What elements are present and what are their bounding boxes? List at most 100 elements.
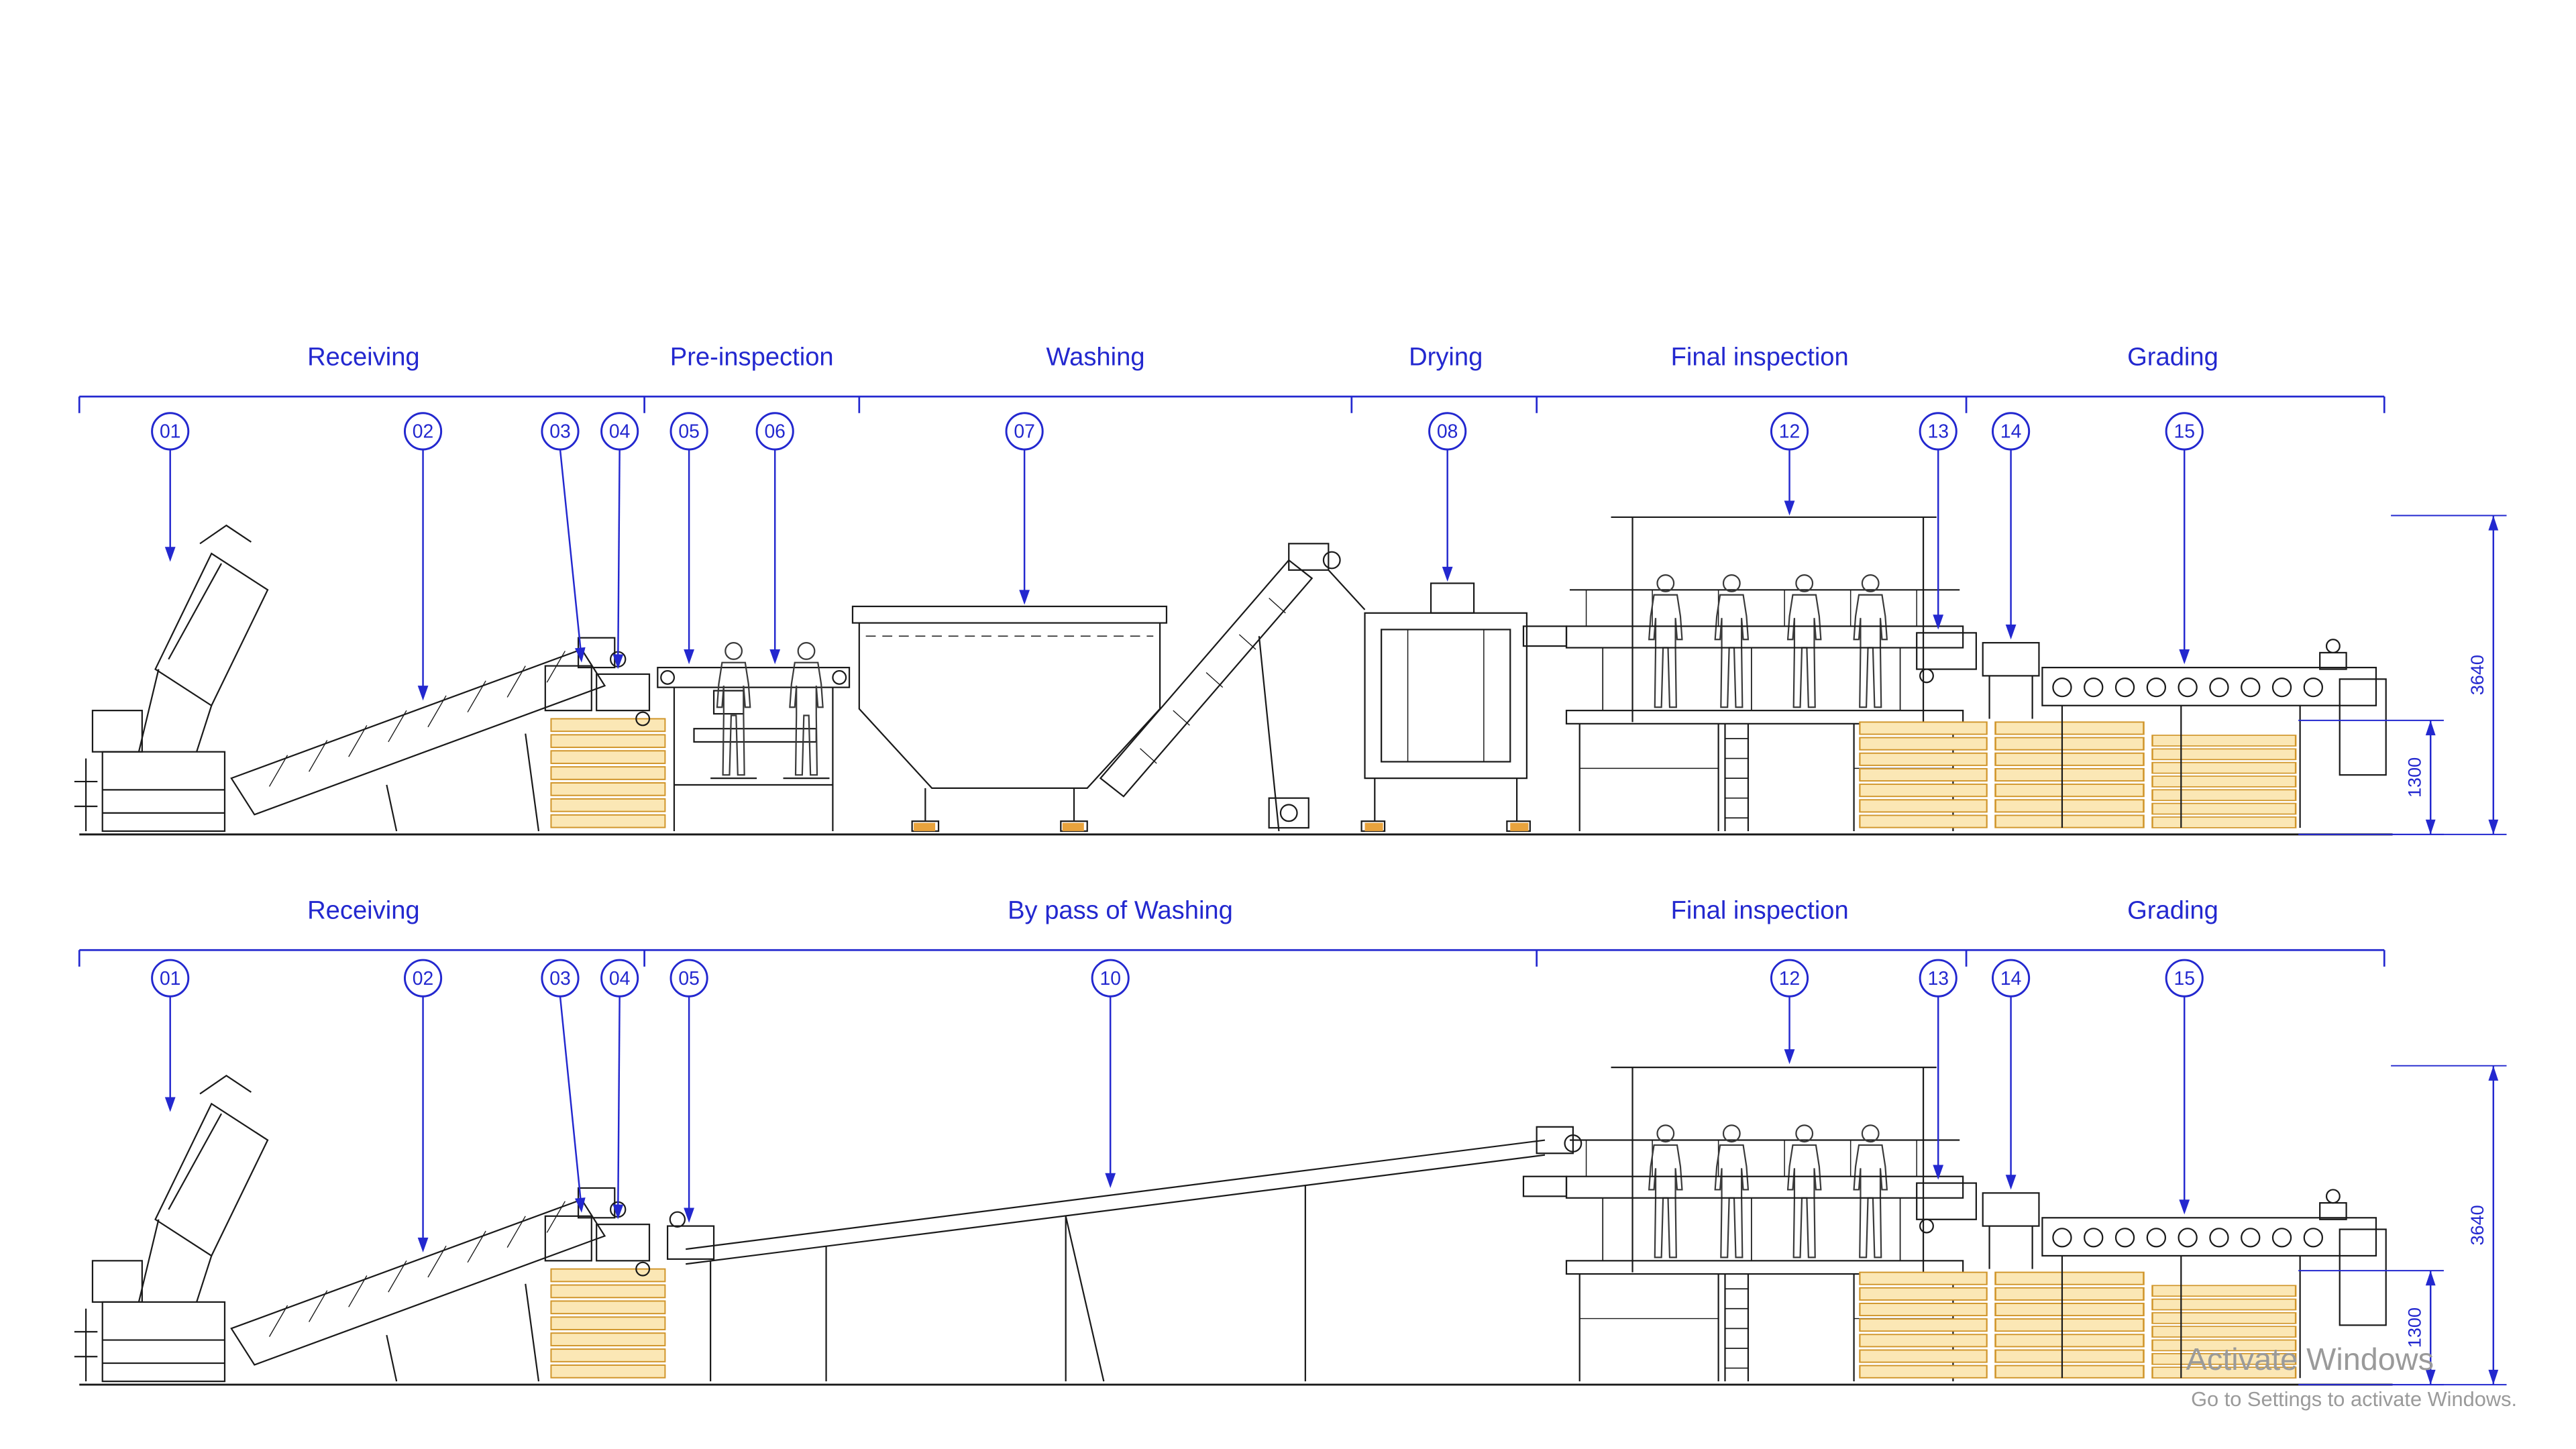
station-number: 08 [1437,421,1458,443]
station-number: 12 [1779,968,1801,989]
station-circle [669,412,708,451]
station-circle [151,959,190,998]
station-arrowhead [417,1237,429,1253]
station-circle [669,959,708,998]
station-arrowhead [1784,500,1795,516]
station-number: 15 [2174,421,2195,443]
station-arrowhead [574,1197,586,1213]
station-number: 03 [549,421,571,443]
station-circle [151,412,190,451]
main-line-annotations: Receiving Pre-inspection Washing Drying Fina… [78,342,2507,835]
stage-label: Washing [1046,342,1145,371]
station-number: 02 [413,968,434,989]
dimension-label: 1300 [2404,1307,2424,1348]
station-arrowhead [2005,625,2017,640]
station-number: 01 [160,421,181,443]
dimension-label: 1300 [2404,757,2424,798]
station-circle [403,959,443,998]
dimension-arrowhead [2488,515,2499,531]
station-number: 02 [413,421,434,443]
station-leader-line [616,449,621,666]
station-number: 04 [609,968,631,989]
station-number: 03 [549,968,571,989]
station-arrowhead [164,547,176,562]
station-number: 04 [609,421,631,443]
stage-label: By pass of Washing [1008,896,1233,924]
station-circle [1992,959,2031,998]
station-arrowhead [164,1097,176,1112]
stage-label: Grading [2127,896,2218,924]
station-arrowhead [1933,1165,1944,1180]
station-arrowhead [1933,614,1944,630]
station-circle [1992,412,2031,451]
station-arrowhead [574,647,586,663]
bypass-line-annotations: Receiving By pass of Washing Final inspect… [78,896,2507,1386]
station-number: 05 [678,421,700,443]
station-circle [1091,959,1130,998]
stage-label: Receiving [307,896,420,924]
station-leader-line [616,996,621,1216]
station-arrowhead [2179,1199,2190,1215]
station-circle [600,959,639,998]
station-number: 15 [2174,968,2195,989]
station-arrowhead [2179,649,2190,665]
station-circle [1770,959,1809,998]
station-number: 13 [1927,968,1949,989]
bypass-line-view [74,1067,2393,1386]
station-arrowhead [417,686,429,701]
stage-label: Receiving [307,342,420,371]
washing-tank [851,543,1366,833]
station-circle [541,412,580,451]
station-arrowhead [684,649,694,665]
dimension-arrowhead [2425,1369,2436,1385]
station-arrowhead [612,1204,624,1220]
main-line-view [74,517,2393,836]
station-number: 12 [1779,421,1801,443]
station-arrowhead [684,1208,694,1223]
station-number: 14 [2000,421,2022,443]
station-arrowhead [1784,1049,1795,1065]
station-circle [1005,412,1044,451]
discharge-elevator [1099,559,1313,798]
dimension-arrowhead [2488,819,2499,835]
foot-pads [914,822,1529,831]
station-number: 05 [678,968,700,989]
stage-label: Final inspection [1671,896,1849,924]
stage-label: Drying [1409,342,1483,371]
station-number: 06 [764,421,786,443]
dimension-arrowhead [2425,720,2436,736]
station-arrowhead [612,654,624,669]
station-circle [1428,412,1467,451]
station-number: 01 [160,968,181,989]
dimension-arrowhead [2425,1271,2436,1286]
dimension-arrowhead [2488,1065,2499,1081]
dimension-label: 3640 [2467,1205,2487,1245]
station-circle [1770,412,1809,451]
stage-label: Pre-inspection [670,342,834,371]
stage-label: Final inspection [1671,342,1849,371]
station-arrowhead [2005,1175,2017,1190]
dimension-arrowhead [2488,1369,2499,1385]
station-leader-line [559,996,583,1210]
station-arrowhead [1442,566,1453,582]
station-circle [1919,412,1957,451]
station-arrowhead [1019,590,1030,605]
station-circle [2165,959,2204,998]
station-circle [541,959,580,998]
station-number: 13 [1927,421,1949,443]
station-leader-line [559,449,583,659]
station-circle [600,412,639,451]
station-number: 07 [1014,421,1035,443]
dryer [1360,582,1531,833]
station-number: 10 [1099,968,1121,989]
dimension-arrowhead [2425,819,2436,835]
station-arrowhead [769,649,781,665]
bypass-feed-unit [666,1225,715,1260]
station-circle [403,412,443,451]
bypass-conveyor [666,1126,1582,1382]
stage-label: Grading [2127,342,2218,371]
station-circle [1919,959,1957,998]
station-circle [755,412,794,451]
